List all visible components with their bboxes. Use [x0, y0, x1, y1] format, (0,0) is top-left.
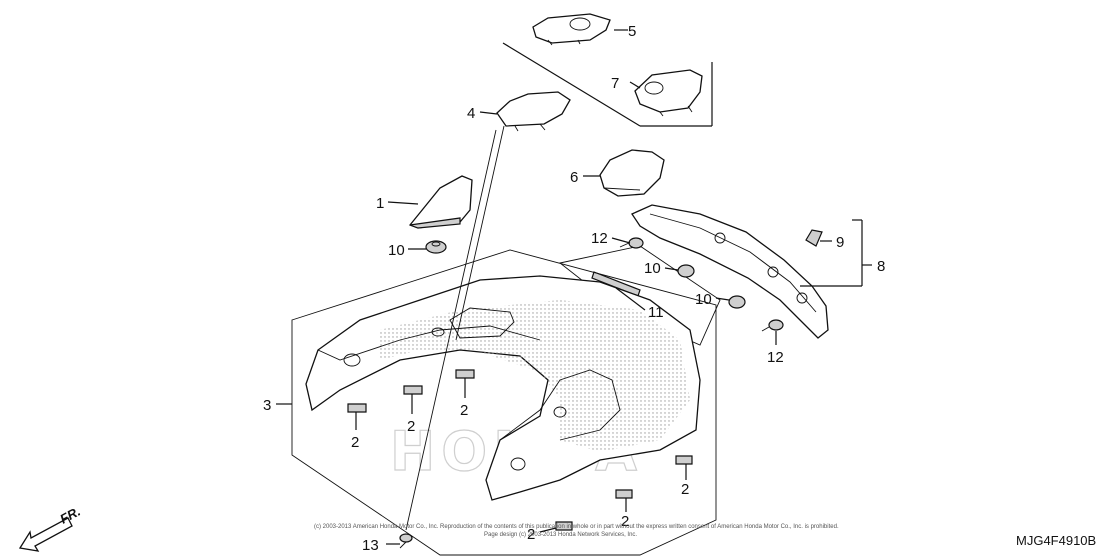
diagram-code: MJG4F4910B [1016, 533, 1096, 548]
callout-3: 3 [263, 397, 271, 414]
callout-2-f: 2 [527, 526, 535, 543]
bolt-12-upper [619, 237, 644, 249]
callout-10-left: 10 [388, 242, 405, 259]
part-8-assembly [631, 204, 829, 339]
callout-4: 4 [467, 105, 475, 122]
pad-2-b [403, 385, 423, 395]
pad-2-d [675, 455, 693, 465]
callout-2-d: 2 [681, 481, 689, 498]
part-1-trim [408, 175, 473, 229]
callout-10-right: 10 [695, 291, 712, 308]
part-4-cover [496, 91, 571, 132]
callout-9: 9 [836, 234, 844, 251]
copyright-line-2: Page design (c) 2003-2013 Honda Network … [484, 532, 637, 538]
part-5-cover [532, 13, 611, 46]
inset-bracket [502, 42, 713, 127]
part-3-frame [291, 249, 717, 556]
callout-10-mid: 10 [644, 260, 661, 277]
part-7-cover [634, 69, 703, 117]
copyright-line-1: (c) 2003-2013 American Honda Motor Co., … [314, 524, 839, 530]
callout-1: 1 [376, 195, 384, 212]
callout-12-upper: 12 [591, 230, 608, 247]
callout-11: 11 [648, 304, 664, 321]
pad-2-e [615, 489, 633, 499]
grommet-10-left [425, 240, 447, 254]
part-3-main-cover [305, 275, 701, 501]
screw-13 [399, 533, 413, 549]
callout-2-a: 2 [351, 434, 359, 451]
front-direction-arrow-icon [18, 517, 73, 552]
callout-12-lower: 12 [767, 349, 784, 366]
bolt-12-lower [761, 319, 784, 332]
callout-13: 13 [362, 537, 379, 554]
callout-7: 7 [611, 75, 619, 92]
pad-2-f [555, 521, 573, 531]
callout-2-b: 2 [407, 418, 415, 435]
part-6-cover [599, 149, 665, 197]
grommet-10-mid [677, 264, 695, 278]
pad-2-a [347, 403, 367, 413]
grommet-10-right [728, 295, 746, 309]
callout-8: 8 [877, 258, 885, 275]
callout-2-c: 2 [460, 402, 468, 419]
callout-6: 6 [570, 169, 578, 186]
leader-lines [276, 29, 872, 545]
callout-2-e: 2 [621, 513, 629, 530]
pad-2-c [455, 369, 475, 379]
callout-5: 5 [628, 23, 636, 40]
part-9-clip [805, 229, 823, 247]
